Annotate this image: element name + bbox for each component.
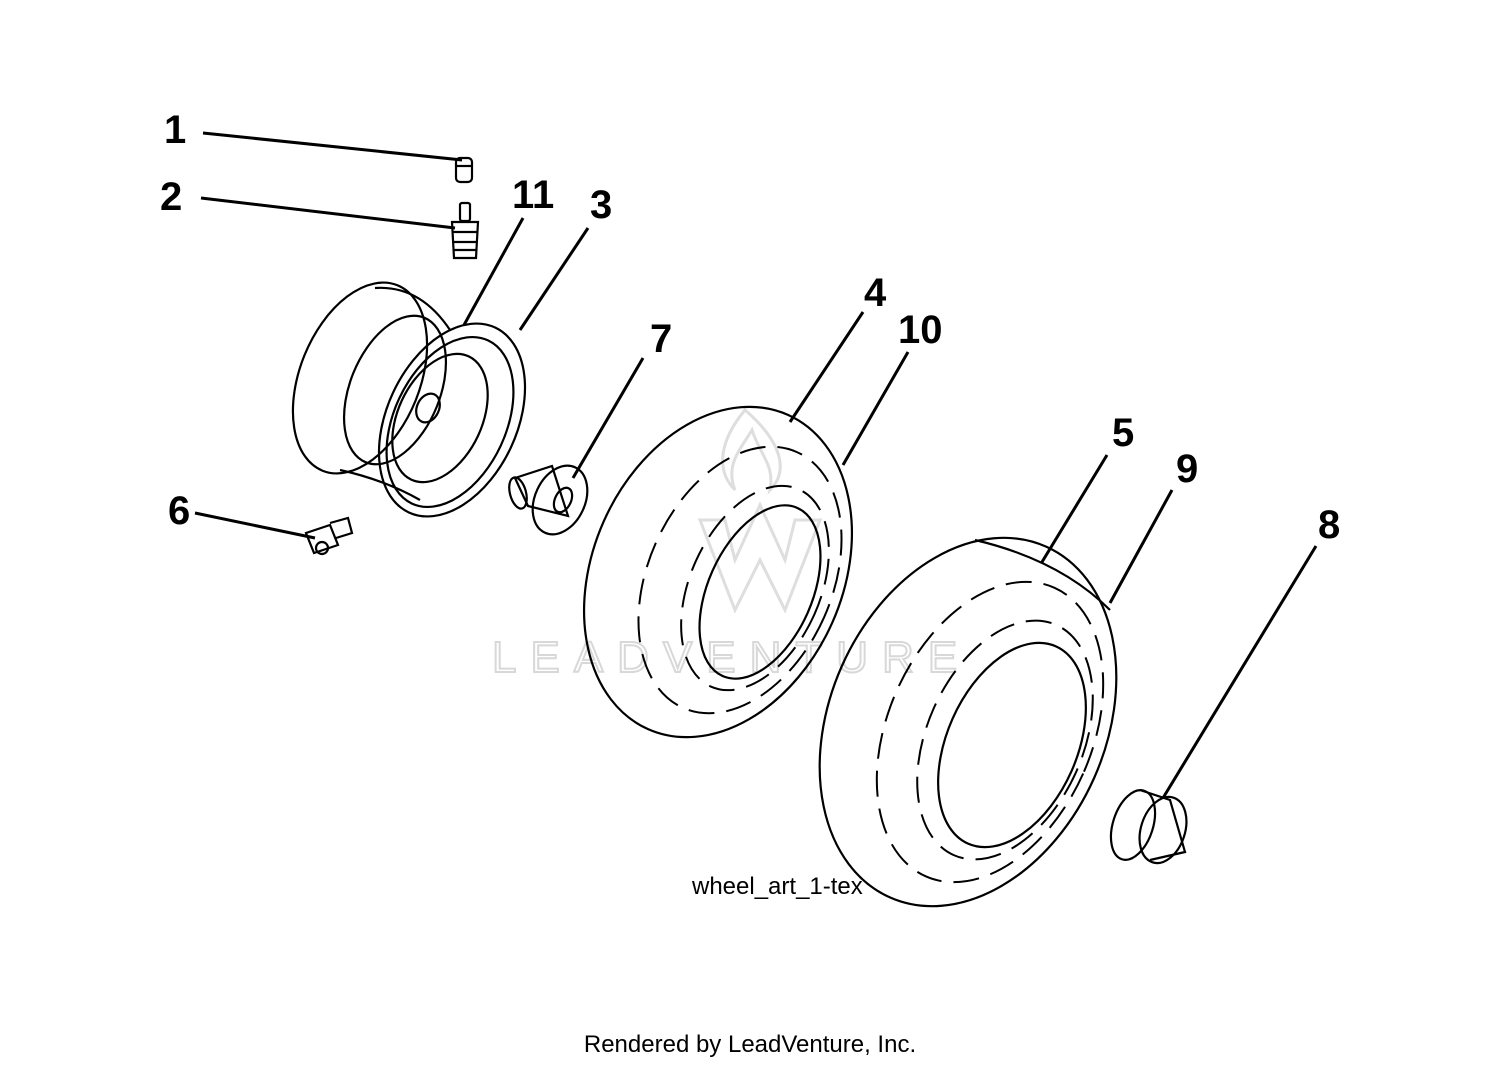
watermark: LEADVENTURE bbox=[491, 407, 971, 683]
leader-10 bbox=[841, 351, 910, 466]
callout-8: 8 bbox=[1318, 503, 1340, 547]
leader-3 bbox=[518, 227, 590, 331]
leader-8 bbox=[1161, 545, 1318, 799]
watermark-text: LEADVENTURE bbox=[492, 633, 971, 682]
leader-4 bbox=[788, 311, 865, 423]
part-wheel-rim bbox=[291, 281, 527, 518]
callouts: 1 2 3 4 5 6 7 8 9 10 11 bbox=[160, 108, 1340, 547]
leader-9 bbox=[1108, 489, 1174, 604]
leader-6 bbox=[194, 511, 316, 540]
part-front-tire bbox=[582, 405, 854, 739]
leader-7 bbox=[571, 357, 645, 479]
callout-3: 3 bbox=[590, 183, 612, 227]
part-hub-cap bbox=[1109, 788, 1188, 865]
render-credit: Rendered by LeadVenture, Inc. bbox=[584, 1031, 916, 1058]
callout-5: 5 bbox=[1112, 411, 1134, 455]
leader-1 bbox=[202, 131, 463, 162]
figure-caption: wheel_art_1-tex bbox=[691, 873, 863, 900]
callout-1: 1 bbox=[164, 108, 186, 152]
part-bushing bbox=[508, 464, 589, 536]
leader-5 bbox=[1040, 454, 1109, 563]
callout-10: 10 bbox=[898, 308, 943, 352]
part-rear-tire bbox=[818, 536, 1118, 908]
callout-7: 7 bbox=[650, 317, 672, 361]
leader-2 bbox=[200, 196, 456, 230]
part-valve-cap bbox=[454, 156, 474, 184]
leader-11 bbox=[462, 217, 525, 326]
callout-4: 4 bbox=[864, 271, 887, 315]
callout-2: 2 bbox=[160, 175, 182, 219]
part-grease-fitting bbox=[304, 516, 354, 556]
callout-9: 9 bbox=[1176, 447, 1198, 491]
callout-6: 6 bbox=[168, 489, 190, 533]
part-valve-stem bbox=[450, 201, 480, 260]
leader-lines bbox=[194, 131, 1318, 799]
callout-11: 11 bbox=[512, 173, 554, 217]
watermark-logo-icon bbox=[697, 407, 823, 614]
